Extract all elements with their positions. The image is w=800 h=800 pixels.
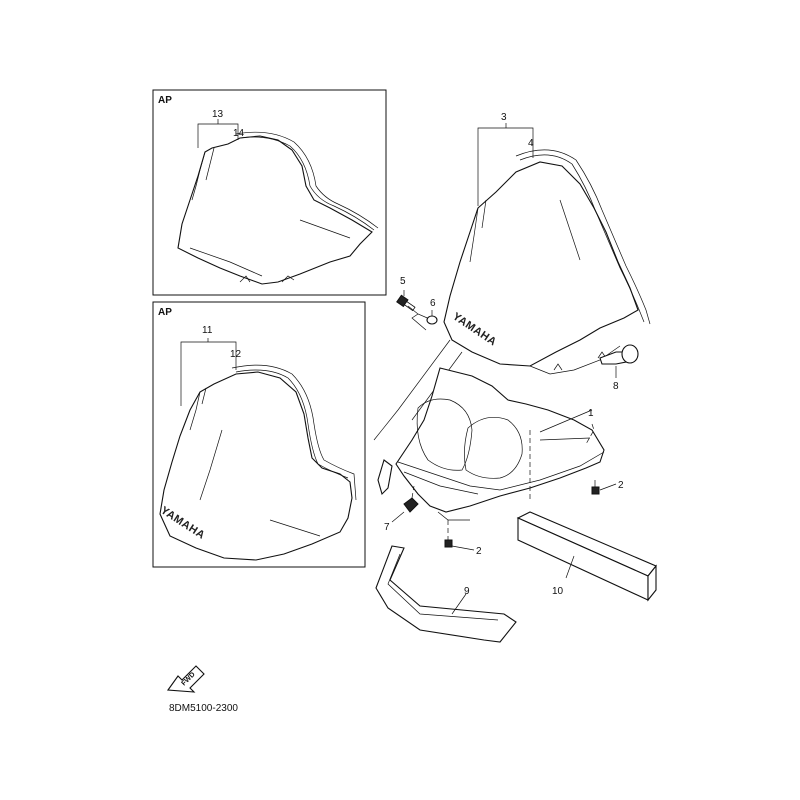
inset-top: AP 13 14 (152, 89, 387, 296)
callout-5: 5 (400, 276, 406, 287)
callout-2-lower: 2 (476, 546, 482, 557)
cowling-vent-left (416, 398, 473, 471)
callout-8: 8 (613, 381, 619, 392)
cowling-1: 1 (373, 339, 605, 521)
callout-2-upper: 2 (618, 480, 624, 491)
callout-11: 11 (202, 325, 213, 336)
knob-8-icon (621, 344, 639, 364)
inset-bottom: AP YAMAHA 11 12 (152, 301, 366, 568)
windshield-14-trim (235, 131, 379, 229)
seal-strip-9-shape (375, 545, 517, 643)
cowling-vent-right (464, 417, 523, 479)
callout-10: 10 (552, 586, 564, 597)
cowling-1-flap (377, 459, 393, 496)
windshield-13-edge (191, 151, 206, 201)
inset-bottom-frame (152, 301, 366, 568)
fwd-arrow-icon (166, 665, 205, 693)
callout-14: 14 (233, 128, 245, 139)
fasteners-5-6: 5 6 (396, 276, 438, 331)
bolt-2-lower: 2 (444, 520, 482, 557)
windshield-main: YAMAHA 3 4 (443, 112, 651, 375)
callout-bracket-11 (180, 341, 237, 406)
windshield-13-trim (239, 136, 375, 231)
bolt-2-upper: 2 (591, 480, 624, 495)
inset-top-tag: AP (158, 95, 172, 106)
windshield-11-shape (159, 371, 353, 561)
drawing-code: 8DM5100-2300 (169, 703, 238, 714)
callout-4: 4 (528, 138, 534, 149)
windshield-13-shape (177, 135, 373, 285)
callout-13: 13 (212, 109, 224, 120)
callout-bracket-3 (477, 127, 534, 206)
bolt-2-upper-icon (591, 486, 600, 495)
grommet-6-icon (426, 315, 438, 325)
cowling-1-shape (395, 367, 605, 513)
foam-block-10: 10 (516, 511, 657, 602)
callout-6: 6 (430, 298, 436, 309)
foam-block-10-end (647, 564, 657, 602)
inset-bottom-tag: AP (158, 307, 172, 318)
windshield-12-trim (231, 364, 357, 501)
fwd-arrow: FWD (166, 665, 205, 693)
windshield-11-trim (235, 369, 349, 479)
bolt-7-icon (403, 497, 419, 513)
windshield-3-shape (443, 161, 639, 367)
callout-12: 12 (230, 349, 242, 360)
bolt-2-lower-icon (444, 539, 453, 548)
callout-7: 7 (384, 522, 390, 533)
callout-9: 9 (464, 586, 470, 597)
windshield-4-trim (515, 149, 651, 325)
callout-3: 3 (501, 112, 507, 123)
screw-5-icon (396, 294, 416, 312)
bolt-7: 7 (384, 485, 419, 533)
inset-top-frame (152, 89, 387, 296)
seal-strip-9: 9 (375, 545, 517, 643)
knob-8: 8 (599, 344, 639, 392)
callout-1: 1 (588, 408, 594, 419)
windshield-3-trim (519, 154, 645, 323)
